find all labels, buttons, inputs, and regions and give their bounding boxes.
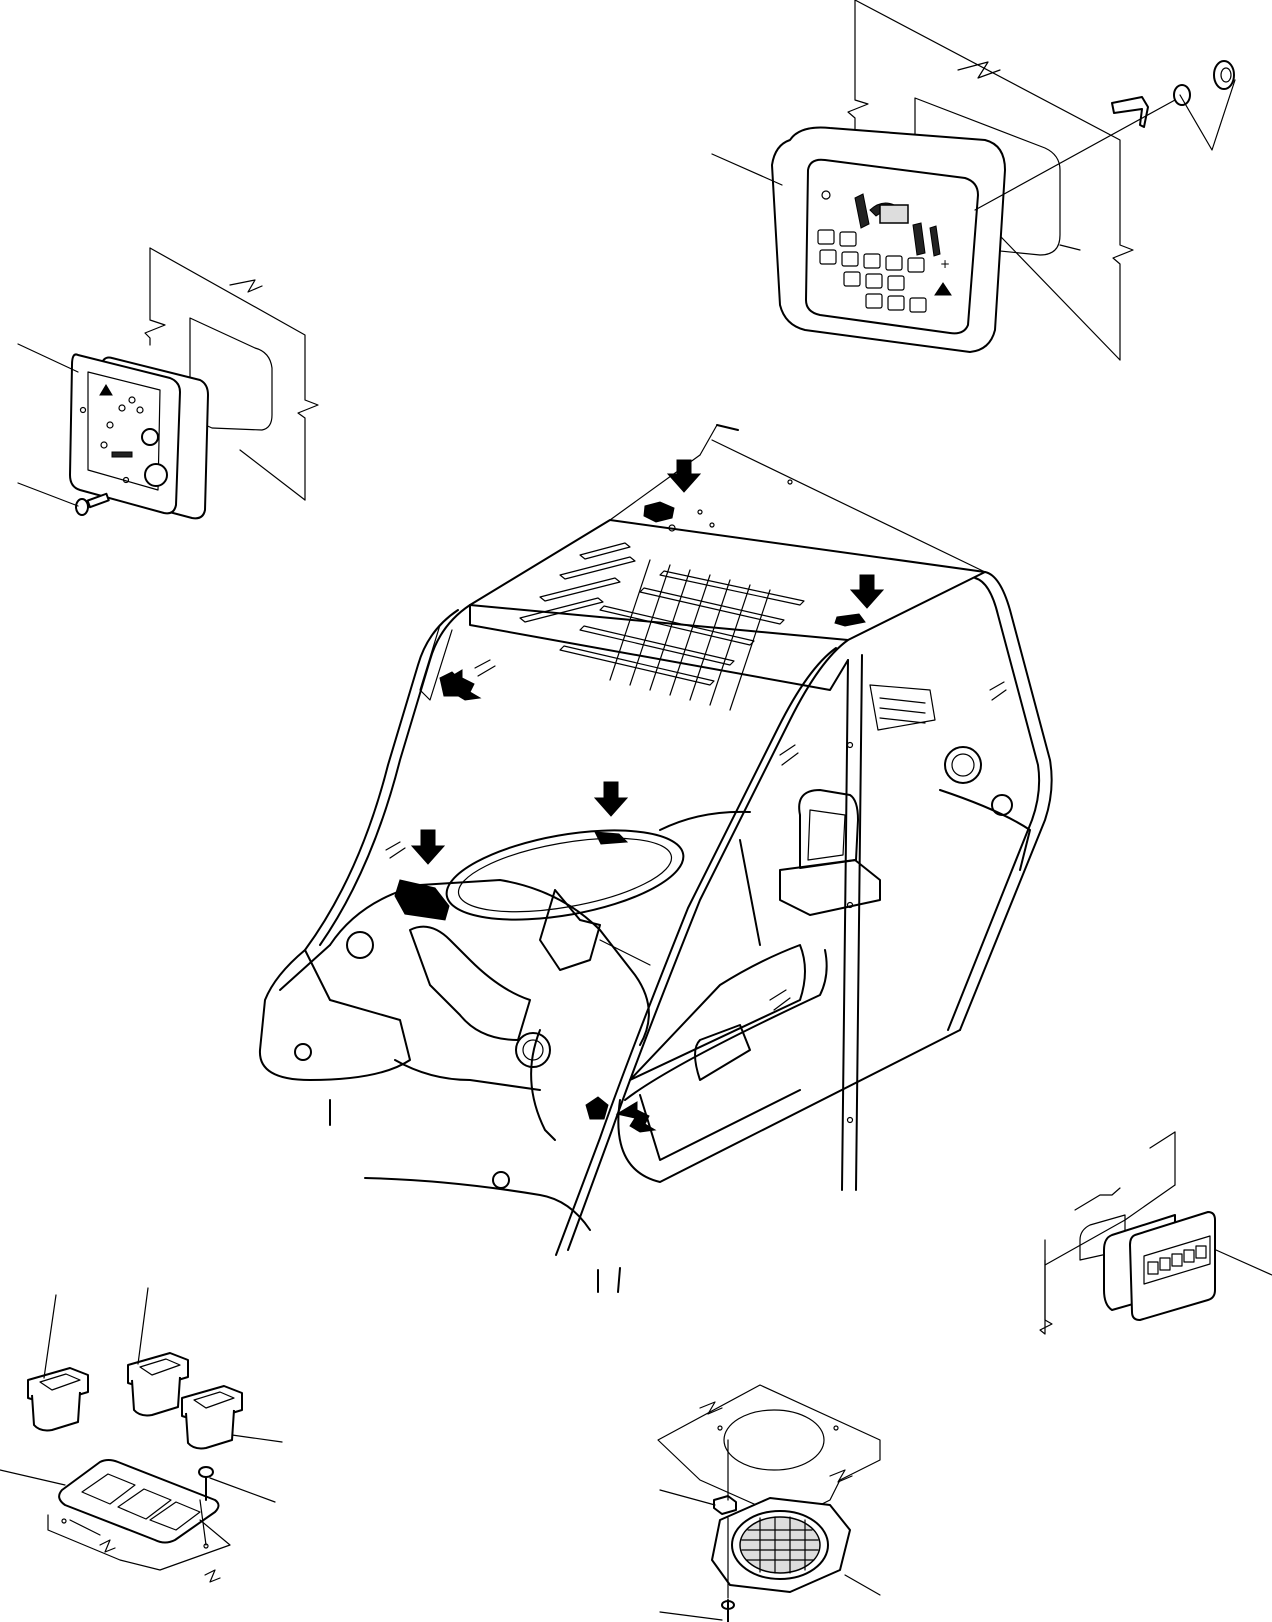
speaker-grille [711,1497,851,1593]
cab-interior-lights [394,501,866,1120]
cab-front-left-pillar [304,604,471,951]
speaker-assembly [657,1384,881,1622]
dash-panel-light-arrow-icon [593,781,629,817]
hour-meter-assembly [1039,1131,1272,1335]
left-pillar-light-arrow-icon [440,669,482,701]
instrument-panel-display: + [821,190,952,296]
cab-front-right-pillar [555,639,863,1256]
hour-meter-leader-line [1215,1249,1272,1276]
instrument-panel-leader-lines [711,79,1236,186]
dash-panel-light-fixture [594,831,629,845]
left-dash-light-arrow-icon [410,829,446,865]
rocker-switch-mounting-frame [47,1499,231,1583]
cab-rear-pillar [947,571,1053,1031]
svg-text:+: + [940,257,950,271]
cab-lower-body [258,949,621,1293]
speaker-screw [721,1517,735,1622]
instrument-panel-warning-icons [817,229,927,313]
rocker-switch-3 [181,1385,243,1450]
cab-roof-grille [519,542,805,711]
rocker-switch-plate-screw [198,1466,214,1501]
rocker-switch-assembly [0,1287,283,1583]
speaker-clip [713,1439,737,1515]
left-dash-light-fixture [394,879,450,921]
door-lock-light-fixture [585,1096,609,1120]
switch-panel-assembly [17,247,319,520]
switch-panel-controls [79,384,168,487]
cab-right-door [617,684,1031,1183]
location-arrows [410,459,885,1133]
cab-roof [469,424,986,691]
instrument-panel-face [805,158,979,335]
switch-panel-screw [75,492,110,516]
hour-meter-mounting-frame [1039,1131,1176,1335]
cab-dashboard [279,746,982,1068]
cab-structure [258,424,1053,1293]
switch-panel-face [69,353,181,515]
rocker-switch-leader-lines [0,1287,283,1503]
door-lock-light-arrow-icon [615,1101,657,1133]
switch-panel-leader-lines [17,343,79,507]
roof-light-arrow-icon [666,459,702,493]
instrument-panel-bracket-and-nut [974,60,1235,211]
right-pillar-light-arrow-icon [849,574,885,609]
speaker-mounting-frame [657,1384,881,1521]
right-pillar-light-fixture [834,613,866,627]
speaker-leader-lines [659,1489,881,1621]
hour-meter-digits [1143,1235,1211,1285]
rocker-switch-plate [58,1459,220,1544]
instrument-panel-assembly: + [711,0,1236,361]
cab-glass-reflections [385,659,1007,1011]
roof-light-fixture [643,501,675,523]
rocker-switch-1 [27,1367,89,1432]
rocker-switch-2 [127,1352,189,1417]
cab-seat [659,789,881,946]
cab-steering-wheel [445,829,685,971]
